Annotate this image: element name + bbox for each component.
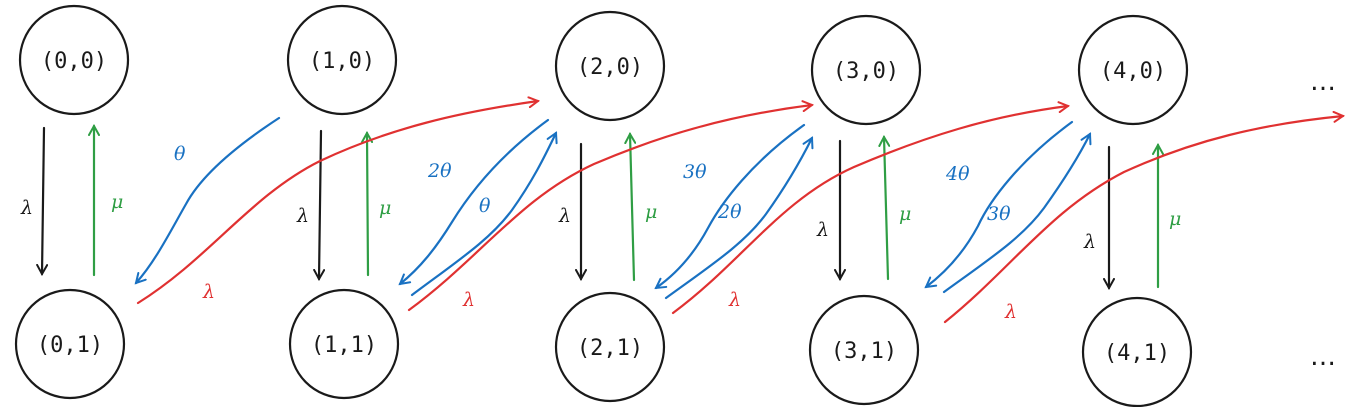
- down-arrow-0: [42, 126, 44, 274]
- state-label: (4,0): [1100, 59, 1166, 84]
- vertical-down-labels: λ λ λ λ λ: [20, 197, 1096, 253]
- state-3-1: (3,1): [808, 294, 920, 406]
- up-arrow-3: [884, 137, 888, 281]
- theta-label: θ: [174, 143, 186, 165]
- theta-label: 3θ: [987, 203, 1011, 225]
- diag-arrow-0: [136, 101, 538, 305]
- state-label: (1,1): [311, 333, 377, 358]
- theta-label: θ: [479, 195, 491, 217]
- state-4-0: (4,0): [1077, 14, 1189, 126]
- abandon-up-labels: θ 2θ 3θ: [479, 195, 1011, 225]
- diagonal-arrival-labels: λ λ λ λ: [202, 281, 1017, 323]
- state-label: (4,1): [1104, 341, 1170, 366]
- state-3-0: (3,0): [810, 14, 922, 126]
- vertical-up-labels: μ μ μ μ μ: [111, 191, 1181, 230]
- theta-up-arrow-1: [664, 138, 812, 300]
- up-arrow-1: [367, 133, 368, 277]
- state-label: (0,0): [41, 49, 107, 74]
- vertical-down-arrows: [42, 126, 1109, 288]
- diagonal-arrival-arrows: [136, 101, 1343, 324]
- state-label: (2,0): [577, 55, 643, 80]
- lambda-label: λ: [1004, 301, 1017, 323]
- theta-arrow-2: [656, 123, 806, 288]
- lambda-label: λ: [296, 205, 309, 227]
- state-label: (3,0): [833, 59, 899, 84]
- theta-label: 3θ: [683, 161, 707, 183]
- diag-arrow-3: [943, 116, 1343, 324]
- diag-arrow-2: [671, 106, 1068, 315]
- lambda-label: λ: [1083, 231, 1096, 253]
- ellipsis-top: …: [1310, 67, 1336, 97]
- state-1-1: (1,1): [288, 288, 400, 400]
- theta-up-arrow-0: [410, 133, 556, 297]
- state-label: (1,0): [309, 49, 375, 74]
- mu-label: μ: [1169, 208, 1181, 230]
- abandon-up-arrows: [410, 133, 1090, 300]
- theta-label: 2θ: [427, 160, 452, 182]
- lambda-label: λ: [202, 281, 215, 303]
- state-4-1: (4,1): [1081, 296, 1193, 407]
- vertical-up-arrows: [94, 126, 1158, 289]
- lambda-label: λ: [816, 219, 829, 241]
- state-2-0: (2,0): [554, 10, 666, 122]
- theta-label: 4θ: [945, 163, 970, 185]
- lambda-label: λ: [558, 205, 571, 227]
- lambda-label: λ: [728, 289, 741, 311]
- state-2-1: (2,1): [554, 291, 666, 403]
- up-arrow-2: [630, 134, 634, 282]
- state-label: (0,1): [37, 333, 103, 358]
- abandon-down-arrows: [136, 116, 1074, 288]
- theta-label: 2θ: [717, 201, 742, 223]
- theta-arrow-1: [400, 118, 550, 284]
- mu-label: μ: [111, 191, 123, 213]
- theta-arrow-3: [926, 120, 1074, 287]
- mu-label: μ: [899, 203, 911, 225]
- lambda-label: λ: [20, 197, 33, 219]
- diag-arrow-1: [407, 105, 812, 312]
- state-label: (2,1): [577, 336, 643, 361]
- state-1-0: (1,0): [286, 4, 398, 116]
- abandon-down-labels: θ 2θ 3θ 4θ: [174, 143, 970, 185]
- down-arrow-1: [319, 129, 321, 279]
- mu-label: μ: [379, 197, 391, 219]
- state-0-0: (0,0): [18, 4, 130, 116]
- ellipsis-bottom: …: [1310, 342, 1336, 372]
- lambda-label: λ: [462, 289, 475, 311]
- mu-label: μ: [645, 201, 657, 223]
- theta-up-arrow-2: [942, 134, 1090, 294]
- theta-arrow-0: [136, 116, 281, 283]
- state-0-1: (0,1): [14, 288, 126, 400]
- state-label: (3,1): [831, 339, 897, 364]
